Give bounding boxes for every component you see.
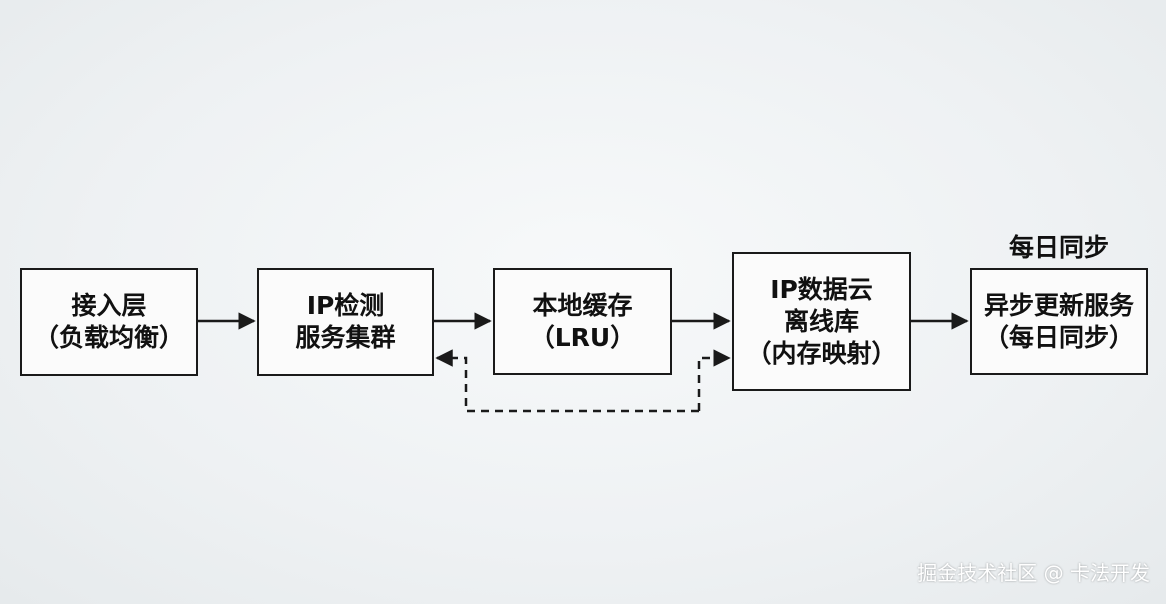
node-async-update-title: 异步更新服务 — [983, 290, 1134, 320]
sync-top-label: 每日同步 — [1008, 233, 1109, 262]
node-access-layer: 接入层 （负载均衡） — [20, 268, 198, 376]
node-ip-data-cloud-db: IP数据云 离线库 （内存映射） — [732, 252, 911, 391]
node-local-cache-subtitle: （LRU） — [529, 322, 636, 352]
node-ip-db-subtitle: （内存映射） — [746, 338, 897, 368]
node-local-cache-title: 本地缓存 — [532, 290, 633, 320]
node-async-update-subtitle: （每日同步） — [983, 322, 1134, 352]
node-async-update-service: 异步更新服务 （每日同步） — [970, 268, 1148, 375]
node-access-layer-title: 接入层 — [71, 291, 147, 320]
node-ip-detection-cluster: IP检测 服务集群 — [257, 268, 434, 376]
node-ip-db-title: IP数据云 — [770, 274, 873, 304]
node-ip-detection-subtitle: 服务集群 — [295, 323, 396, 352]
node-ip-db-line2: 离线库 — [783, 306, 859, 336]
dashed-loop-to-db — [697, 349, 731, 411]
watermark: 掘金技术社区 @ 卡法开发 — [917, 561, 1150, 585]
dashed-loop-db-to-detect — [435, 349, 699, 413]
node-local-cache: 本地缓存 （LRU） — [493, 268, 672, 375]
node-access-layer-subtitle: （负载均衡） — [33, 323, 184, 352]
node-ip-detection-title: IP检测 — [306, 291, 385, 320]
